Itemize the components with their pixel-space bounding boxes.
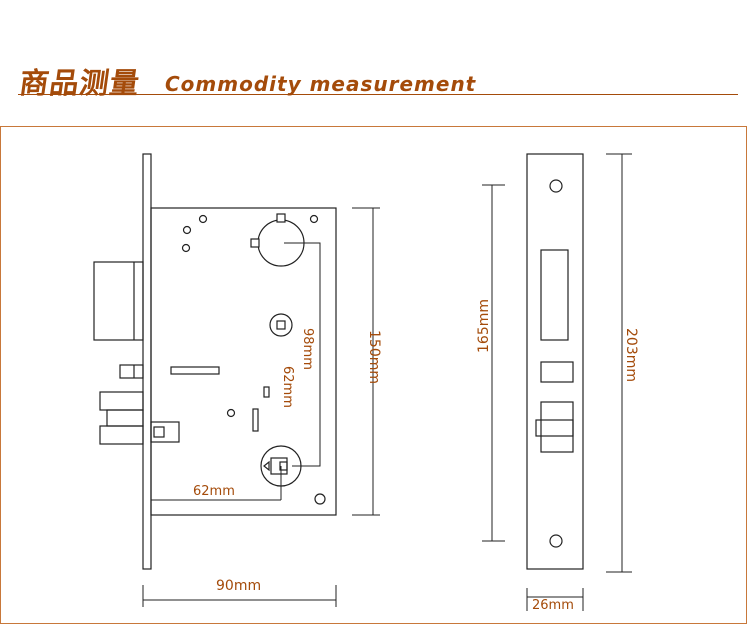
latch-opening-mid (535, 419, 574, 437)
drawing-frame (0, 126, 747, 624)
faceplate-dimensions (482, 153, 632, 611)
front-internal-dimensions (151, 242, 321, 501)
spindle-notch-left (250, 238, 260, 248)
latch-inner-square (153, 426, 165, 438)
small-slot (263, 386, 270, 398)
dim-label-62-horizontal: 62mm (193, 484, 235, 499)
dim-label-98: 98mm (300, 328, 315, 370)
latch-bolt-mid (106, 409, 144, 427)
dim-label-203: 203mm (623, 328, 639, 382)
cylinder-arrow (263, 460, 270, 472)
screw-hole (198, 214, 208, 224)
dim-label-165: 165mm (476, 299, 492, 353)
title-english: Commodity measurement (165, 72, 477, 96)
screw-hole (309, 214, 319, 224)
latch-opening (540, 401, 574, 453)
faceplate-side-view (526, 153, 584, 570)
small-spindle-square (276, 320, 286, 330)
deadbolt (93, 261, 144, 341)
dim-label-150: 150mm (366, 330, 382, 384)
cylinder-inner (279, 461, 288, 471)
small-latch-opening (540, 361, 574, 383)
faceplate-screw-bottom (549, 534, 563, 548)
latch-bolt-bottom (99, 425, 144, 445)
small-slot-long (252, 408, 259, 432)
screw-hole (226, 408, 236, 418)
latch-inner (150, 421, 180, 443)
dim-98-line (284, 242, 321, 467)
screw-hole (182, 225, 192, 235)
screw-hole (181, 243, 191, 253)
faceplate-screw-top (549, 179, 563, 193)
dim-label-90: 90mm (216, 578, 261, 594)
spindle-notch-top (276, 213, 286, 223)
cylinder-square (270, 457, 288, 475)
front-outer-dimensions (142, 207, 380, 607)
deadbolt-opening (540, 249, 569, 341)
header-rule (18, 94, 738, 95)
dim-label-62-vertical: 62mm (280, 366, 295, 408)
dim-label-26: 26mm (532, 598, 574, 613)
screw-hole (314, 493, 326, 505)
middle-slot (170, 366, 220, 375)
header: 商品测量 Commodity measurement (0, 0, 750, 110)
latch-bolt-top (99, 391, 144, 411)
side-faceplate (142, 153, 152, 570)
faceplate (526, 153, 584, 570)
lock-case (150, 207, 337, 516)
lock-body-front-view (93, 153, 337, 570)
small-spindle (269, 313, 293, 337)
small-latch (119, 364, 144, 379)
